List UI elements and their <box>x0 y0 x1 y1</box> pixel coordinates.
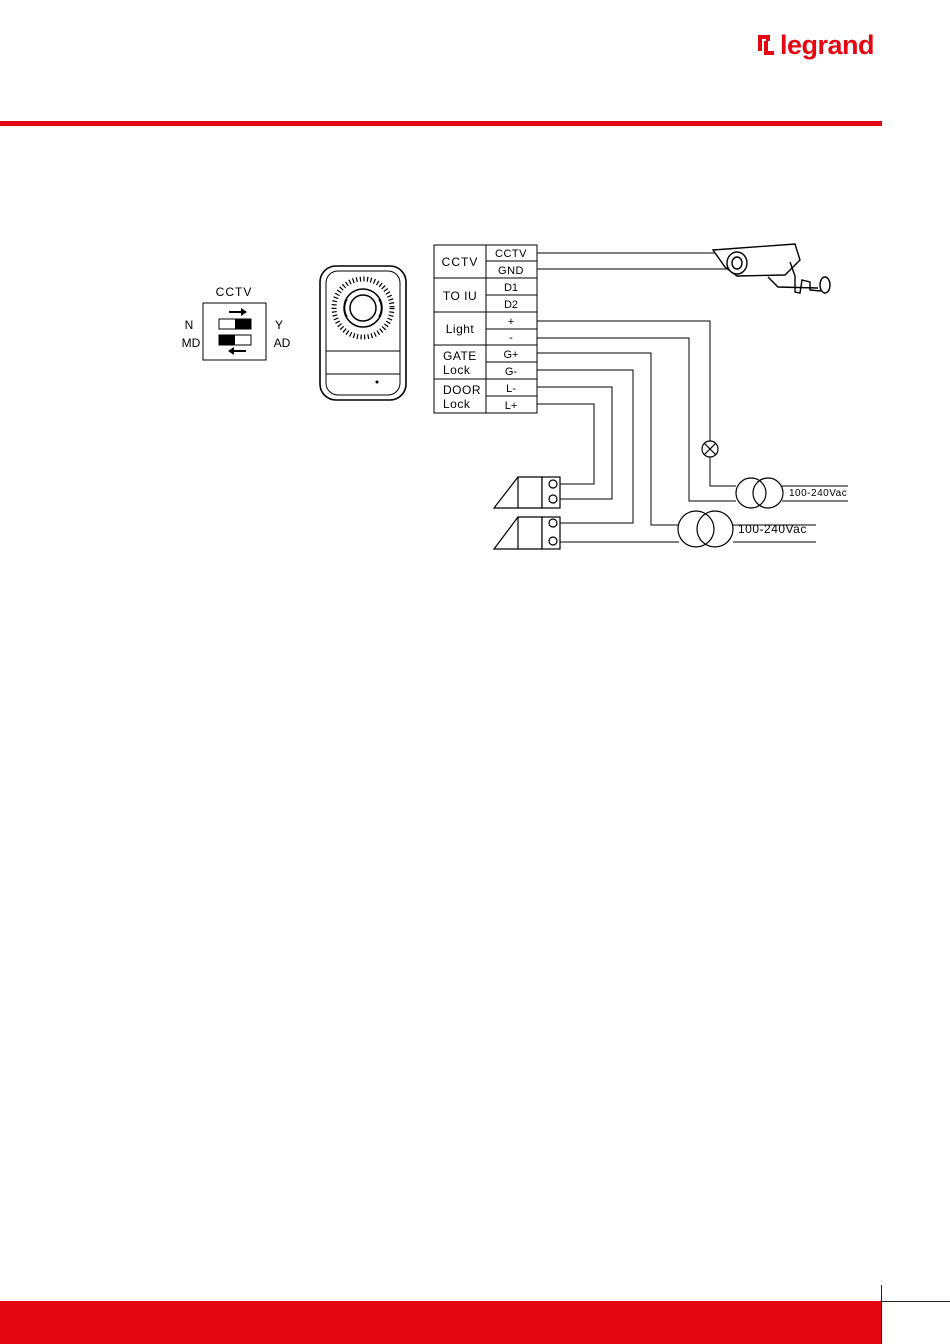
switch-label-md: MD <box>182 336 201 350</box>
group-label-gate: GATE <box>443 349 477 363</box>
pin-gnd: GND <box>498 265 524 277</box>
switch-top <box>219 319 251 329</box>
arrow-left-icon <box>228 347 246 355</box>
pin-cctv: CCTV <box>495 248 527 260</box>
group-label-cctv: CCTV <box>442 255 479 269</box>
arrow-right-icon <box>229 308 247 316</box>
switch-label-y: Y <box>275 318 283 332</box>
power-label-lower: 100-240Vac <box>738 522 807 536</box>
group-label-door: DOOR <box>443 383 481 397</box>
pin-l-plus: L+ <box>505 400 518 412</box>
switch-title: CCTV <box>216 285 253 299</box>
switch-bottom <box>219 335 251 345</box>
pin-minus: - <box>509 332 513 344</box>
door-station <box>320 266 406 400</box>
group-label-gate-lock: Lock <box>443 363 471 377</box>
pin-plus: + <box>508 316 514 328</box>
pin-d2: D2 <box>504 299 518 311</box>
footer-divider <box>881 1285 882 1344</box>
pin-d1: D1 <box>504 282 518 294</box>
footer-rule <box>882 1301 950 1302</box>
group-label-to-iu: TO IU <box>443 289 477 303</box>
lock-icon-door <box>494 477 560 508</box>
group-label-light: Light <box>446 322 475 336</box>
switch-label-n: N <box>185 318 194 332</box>
cctv-dip-switch: CCTV N MD Y AD <box>182 285 291 360</box>
pin-g-minus: G- <box>505 366 518 378</box>
transformer-icon-upper: 100-240Vac <box>736 478 847 508</box>
group-label-door-lock: Lock <box>443 397 471 411</box>
switch-label-ad: AD <box>274 336 291 350</box>
terminal-block: CCTV TO IU Light GATE Lock DOOR Lock CCT… <box>434 245 537 413</box>
footer-bar <box>0 1301 882 1344</box>
lock-icon-gate <box>494 517 560 549</box>
camera-icon <box>713 244 830 293</box>
pin-g-plus: G+ <box>504 349 519 361</box>
pin-l-minus: L- <box>506 383 516 395</box>
power-label-upper: 100-240Vac <box>789 488 847 499</box>
lamp-icon <box>702 441 718 457</box>
